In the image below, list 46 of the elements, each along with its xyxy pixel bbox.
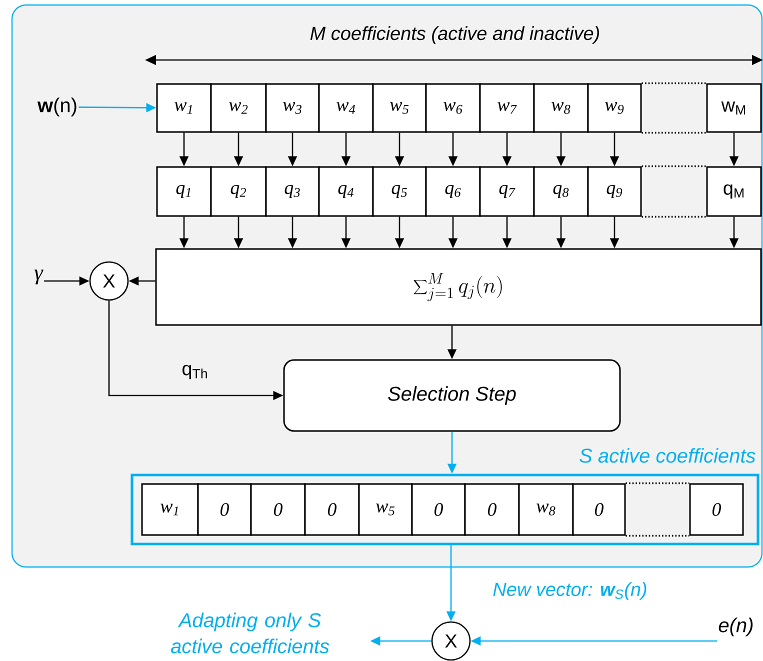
input-label: e(n) bbox=[718, 618, 753, 636]
vector-cell: 0 bbox=[411, 483, 466, 536]
vector-cell: 0 bbox=[304, 483, 360, 536]
vector-cell: q$_{M}$ bbox=[706, 166, 762, 217]
vector-cell: w$_{5}$ bbox=[372, 83, 427, 133]
ellipsis-line bbox=[642, 132, 706, 134]
ellipsis-line bbox=[626, 482, 690, 484]
ellipsis-line bbox=[626, 534, 690, 537]
vector-cell: w$_{9}$ bbox=[587, 83, 642, 133]
ellipsis-line bbox=[642, 82, 706, 84]
vector-cell: w$_{2}$ bbox=[210, 83, 267, 133]
output-label: Adapting only S active coefficients bbox=[170, 612, 330, 654]
vector-cell: w$_{3}$ bbox=[265, 83, 320, 133]
vector-cell: 0 bbox=[464, 483, 520, 536]
vector-cell: q$_{1}$ bbox=[156, 166, 212, 217]
vector-cell: w$_{1}$ bbox=[141, 483, 199, 536]
vector-cell: 0 bbox=[689, 483, 744, 536]
vector-cell: w$_{8}$ bbox=[518, 483, 574, 536]
vector-cell: q$_{3}$ bbox=[265, 166, 320, 217]
vector-cell: 0 bbox=[197, 483, 252, 536]
vector-cell: q$_{9}$ bbox=[587, 166, 642, 217]
input-label: γ bbox=[34, 270, 44, 284]
vector-cell: w$_{8}$ bbox=[533, 83, 589, 133]
vector-cell: q$_{5}$ bbox=[372, 166, 427, 217]
ellipsis-line bbox=[642, 216, 706, 218]
vector-cell: w$_{1}$ bbox=[156, 83, 212, 133]
sum-box: $\sum\nolimits_{j=1}^{M} q_{j}(n)$ bbox=[155, 248, 762, 326]
vector-cell: w$_{5}$ bbox=[358, 483, 413, 536]
edge-label: q$_{Th}$ bbox=[180, 364, 210, 380]
vector-cell: q$_{2}$ bbox=[210, 166, 267, 217]
vector-cell: w$_{4}$ bbox=[318, 83, 374, 133]
vector-cell: 0 bbox=[572, 483, 626, 536]
vector-cell: q$_{8}$ bbox=[533, 166, 589, 217]
edge-label: New vector: w$_{S}$(n) bbox=[492, 581, 648, 601]
vector-cell: q$_{4}$ bbox=[318, 166, 374, 217]
dimension-label: M coefficients (active and inactive) bbox=[310, 26, 600, 44]
node-label: S active coefficients bbox=[580, 448, 756, 463]
vector-cell: 0 bbox=[250, 483, 306, 536]
vector-cell: q$_{7}$ bbox=[479, 166, 535, 217]
process-box: Selection Step bbox=[283, 359, 621, 432]
vector-cell: q$_{6}$ bbox=[425, 166, 481, 217]
input-label: w(n) bbox=[37, 98, 76, 116]
ellipsis-line bbox=[642, 165, 706, 168]
vector-cell: w$_{6}$ bbox=[425, 83, 481, 133]
vector-cell: w$_{7}$ bbox=[479, 83, 535, 133]
vector-cell: w$_{M}$ bbox=[706, 83, 762, 133]
